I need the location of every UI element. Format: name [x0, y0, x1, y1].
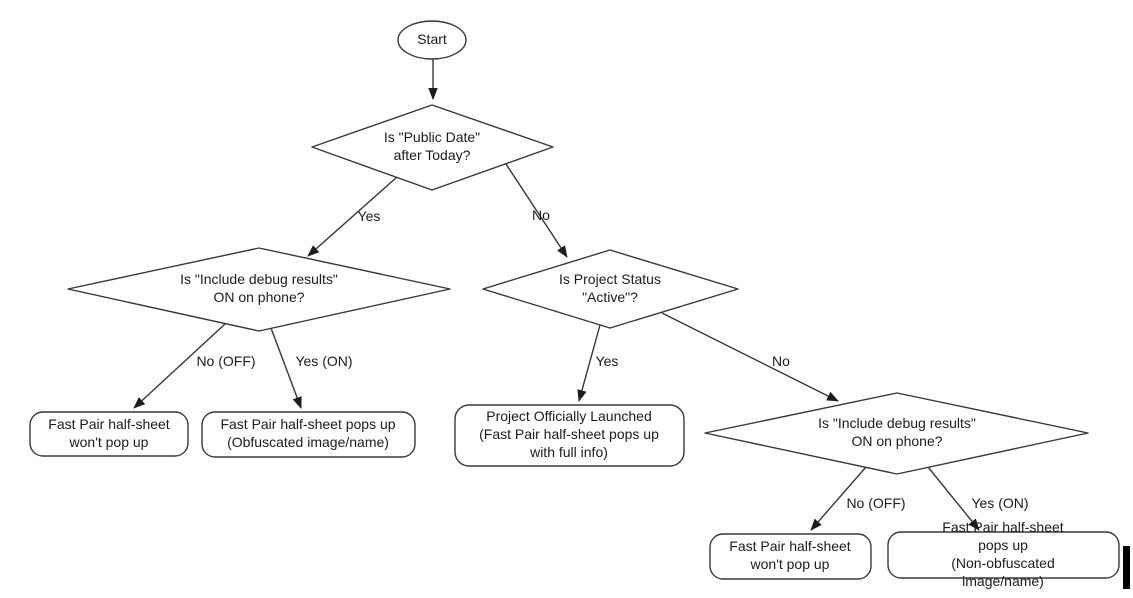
text-cursor-artifact [1123, 546, 1130, 589]
edge-debug-right-no-off [810, 466, 867, 531]
edge-status-yes [577, 324, 601, 402]
decision-project-status-shape [482, 249, 739, 329]
edge-debug-right-yes-on [927, 466, 980, 531]
decision-debug-left-shape [67, 247, 451, 332]
decision-debug-right-shape [704, 392, 1089, 475]
terminal-launched-shape [454, 404, 685, 467]
terminal-no-popup-right-shape [709, 533, 872, 580]
edge-debug-left-no-off [133, 323, 226, 409]
edge-public-date-no [505, 163, 568, 258]
terminal-obfuscated-shape [201, 411, 416, 458]
edge-status-no [661, 312, 839, 402]
edge-public-date-yes [307, 176, 398, 257]
terminal-no-popup-left-shape [29, 411, 189, 457]
decision-public-date-shape [311, 104, 554, 191]
start-node-shape [397, 20, 467, 60]
terminal-non-obfuscated-shape [887, 531, 1120, 579]
edge-debug-left-yes-on [270, 327, 302, 409]
